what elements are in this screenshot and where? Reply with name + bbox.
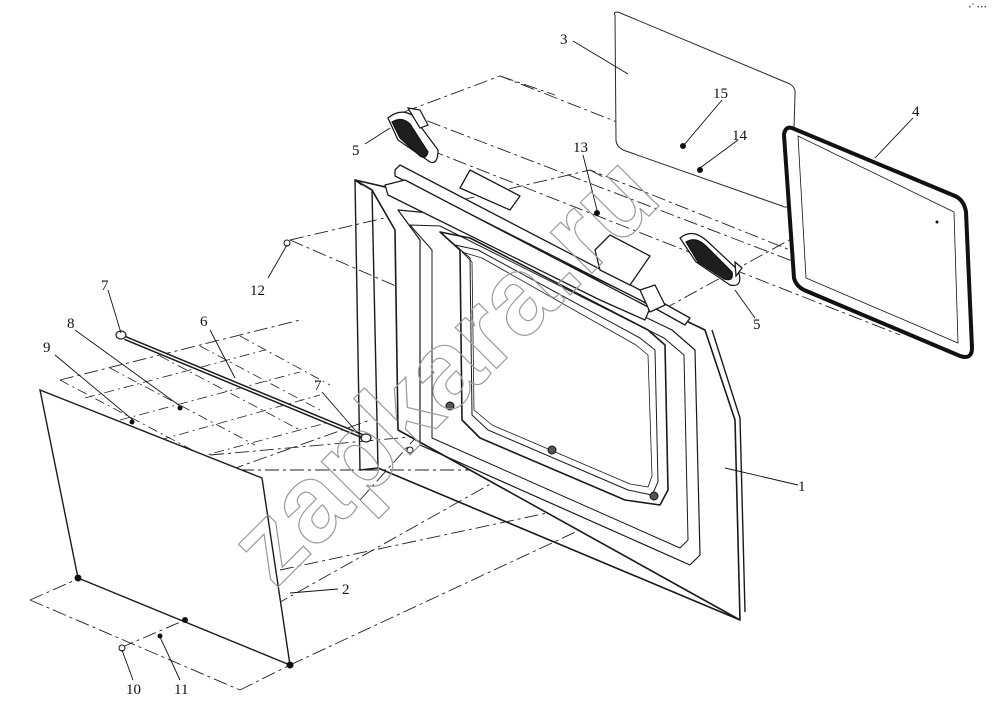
callout-4: 4 [912,104,920,120]
callout-13: 13 [573,140,588,156]
callout-14: 14 [732,128,748,144]
part-6-rail [115,330,372,443]
callout-15: 15 [713,86,728,102]
callout-5a: 5 [352,143,360,159]
part-5-latch-upper [387,107,439,164]
callout-12: 12 [250,283,265,299]
fasteners [118,143,703,652]
part-2-lower-panel [39,388,294,669]
callout-5b: 5 [753,317,761,333]
leader-lines [54,40,914,681]
callout-8: 8 [67,316,75,332]
callout-7a: 7 [101,278,109,294]
callout-9: 9 [43,340,51,356]
callout-3: 3 [560,32,568,48]
callout-2: 2 [342,582,350,598]
upper-channel [384,164,691,326]
corner-mark: •˚ ••• [968,4,987,11]
callout-7b: 7 [314,378,322,394]
part-3-inner-glass [613,11,796,208]
callout-1: 1 [798,479,806,495]
callout-10: 10 [126,682,141,698]
part-4-outer-glass [781,125,975,359]
callout-labels: 1 2 3 4 5 5 6 7 7 8 9 10 11 12 13 14 15 [43,32,920,698]
part-5-latch-lower [679,232,743,287]
callout-11: 11 [174,682,188,698]
callout-6: 6 [200,314,208,330]
